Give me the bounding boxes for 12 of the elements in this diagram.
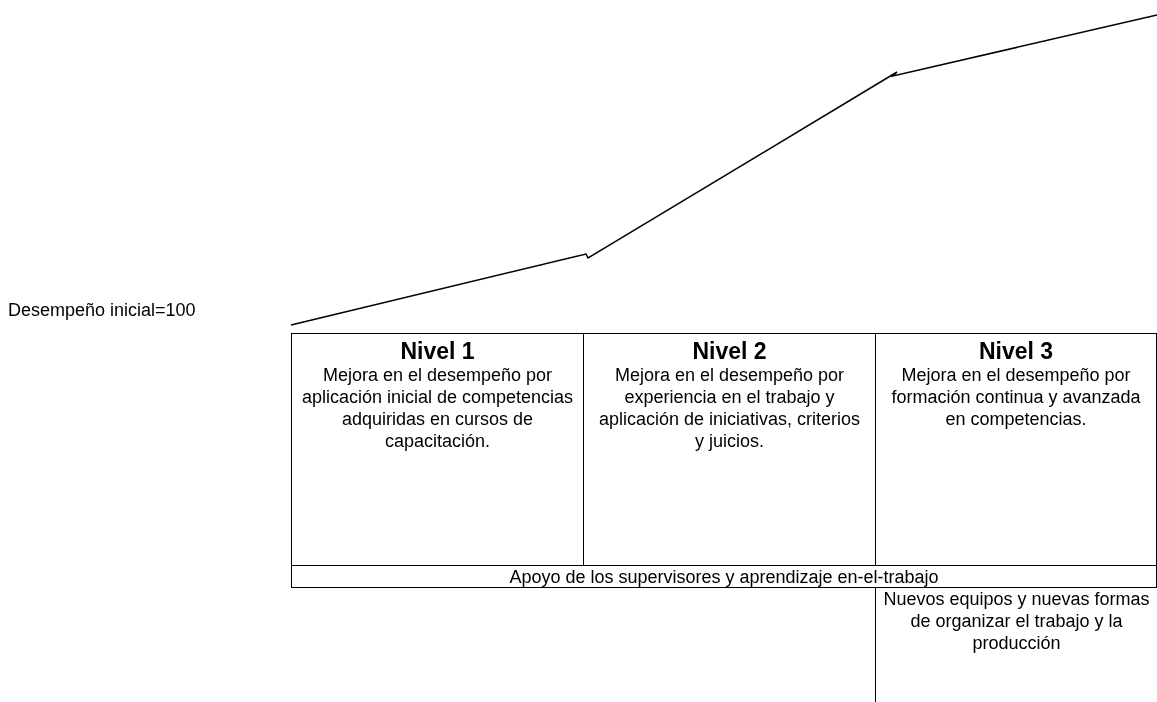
description-text: Mejora en el desempeño por aplicación inicial de competencias adquiridas en cursos de capacitación. [300, 364, 575, 452]
description-text: Nuevos equipos y nuevas formas de organizar el trabajo y la producción [882, 588, 1151, 654]
baseline-label: Desempeño inicial=100 [8, 300, 196, 321]
level-cell [875, 333, 1157, 566]
level-heading: Nivel 1 [399, 338, 476, 364]
level-heading: Nivel 2 [691, 338, 768, 364]
description-text: Mejora en el desempeño por experiencia en el trabajo y aplicación de iniciativas, criterios y juicios. [597, 364, 862, 452]
support-row [291, 565, 1157, 588]
description-text: Apoyo de los supervisores y aprendizaje en-el-trabajo [508, 566, 940, 588]
level-heading: Nivel 3 [977, 338, 1055, 364]
description-text: Mejora en el desempeño por formación continua y avanzada en competencias. [890, 364, 1142, 430]
level-cell [291, 333, 584, 566]
